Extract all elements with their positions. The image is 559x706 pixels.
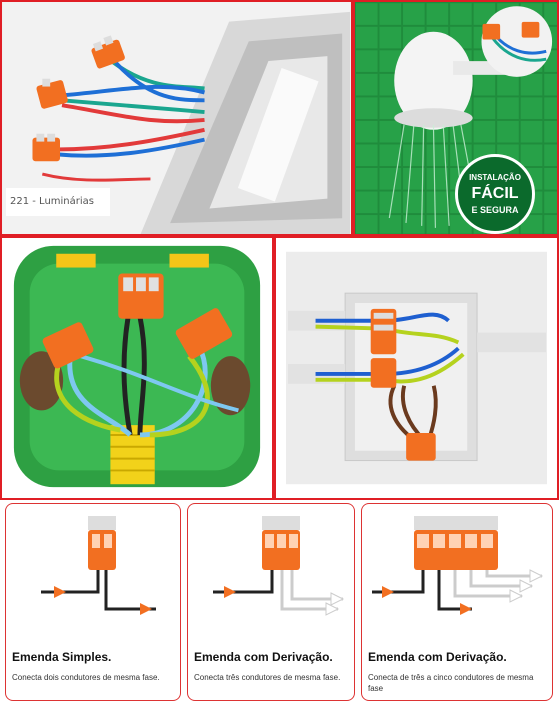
emenda-derivacao-5-diagram bbox=[372, 516, 544, 615]
badge-line-1: INSTALAÇÃO bbox=[469, 173, 521, 182]
luminaria-illustration bbox=[2, 2, 351, 234]
installation-badge: INSTALAÇÃO FÁCIL E SEGURA bbox=[455, 154, 535, 234]
panel-caixa-verde bbox=[0, 236, 274, 500]
card-emenda-simples: Emenda Simples. Conecta dois condutores … bbox=[5, 503, 181, 701]
card-description: Conecta de três a cinco condutores de me… bbox=[368, 673, 534, 693]
wago-connector-2 bbox=[36, 78, 68, 109]
luminarias-caption: 221 - Luminárias bbox=[6, 188, 110, 216]
card-title: Emenda com Derivação. bbox=[368, 650, 507, 664]
emenda-simples-diagram bbox=[41, 516, 156, 615]
panel-caixa-cinza bbox=[274, 236, 559, 500]
wago-connector-3 bbox=[32, 133, 61, 162]
emenda-derivacao-3-diagram bbox=[213, 516, 345, 616]
card-emenda-derivacao-5: Emenda com Derivação. Conecta de três a … bbox=[361, 503, 553, 701]
card-description: Conecta três condutores de mesma fase. bbox=[194, 673, 341, 682]
card-description: Conecta dois condutores de mesma fase. bbox=[12, 673, 160, 682]
badge-line-3: E SEGURA bbox=[471, 205, 519, 215]
panel-chuveiro: INSTALAÇÃO FÁCIL E SEGURA bbox=[353, 0, 559, 236]
card-title: Emenda com Derivação. bbox=[194, 650, 333, 664]
card-emenda-derivacao-3: Emenda com Derivação. Conecta três condu… bbox=[187, 503, 355, 701]
panel-luminarias: 221 - Luminárias bbox=[0, 0, 353, 236]
wago-connector-1 bbox=[91, 35, 125, 69]
card-title: Emenda Simples. bbox=[12, 650, 112, 664]
badge-line-2: FÁCIL bbox=[471, 185, 519, 202]
caixa-verde-illustration bbox=[13, 245, 261, 488]
caixa-cinza-illustration bbox=[286, 251, 547, 485]
